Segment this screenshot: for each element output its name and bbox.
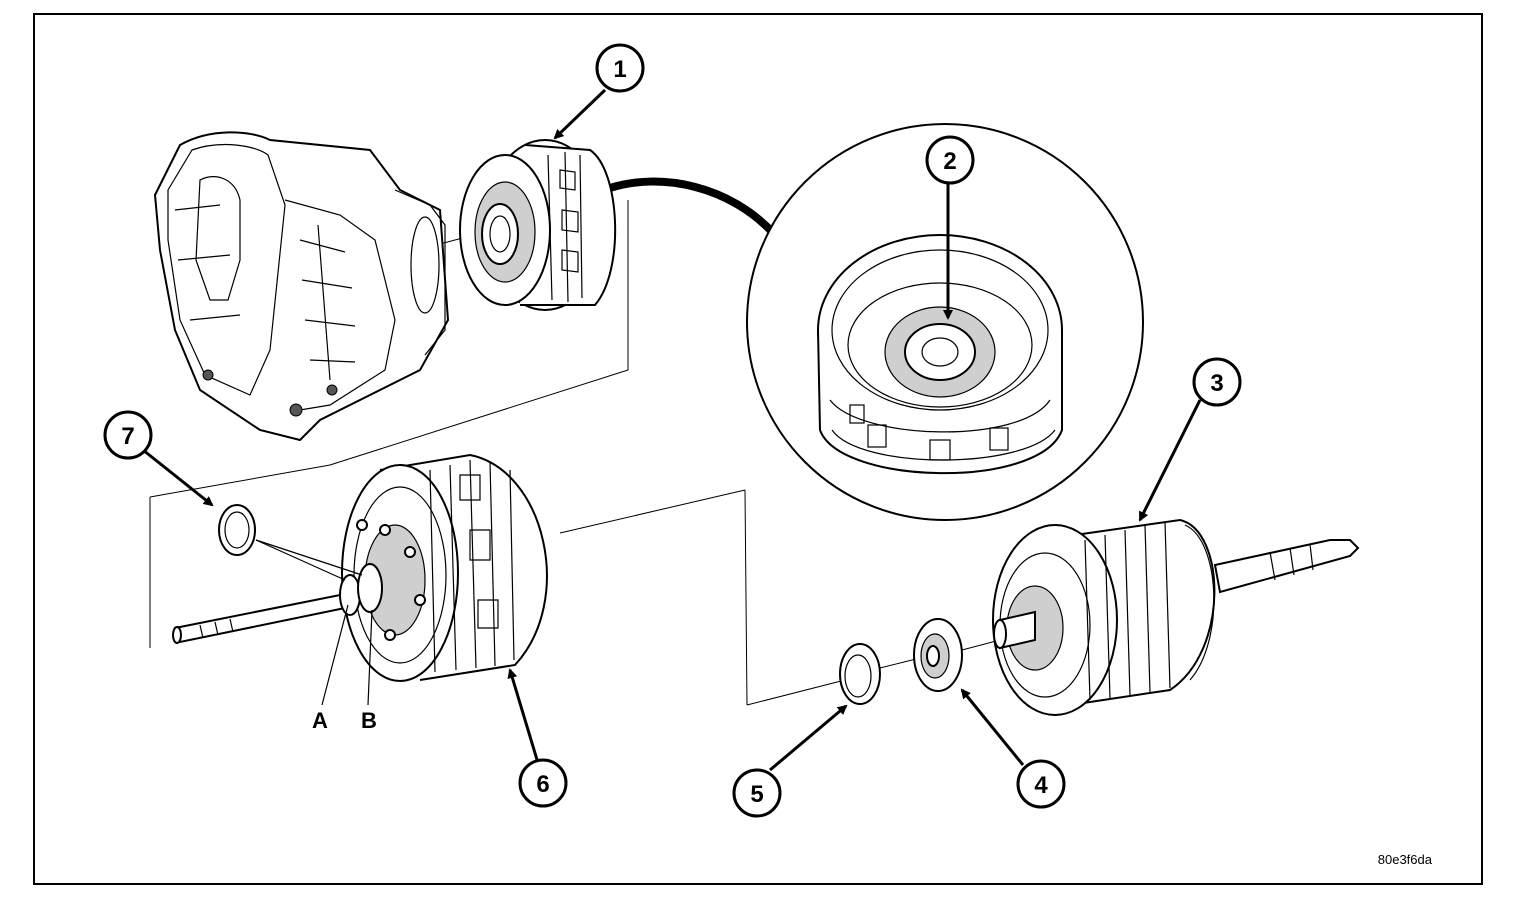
callout-6: 6 <box>518 758 568 808</box>
callout-3-label: 3 <box>1210 370 1223 397</box>
callout-2-label: 2 <box>943 148 956 175</box>
letter-a-label: A <box>312 708 328 733</box>
part-3-shaft-assembly <box>992 518 1360 716</box>
callout-4-label: 4 <box>1034 772 1048 799</box>
magnified-detail <box>746 123 1144 521</box>
callout-7-label: 7 <box>121 423 134 450</box>
callout-5: 5 <box>732 768 782 818</box>
callout-6-label: 6 <box>536 771 549 798</box>
callout-4: 4 <box>1016 759 1066 809</box>
arrow-3 <box>1138 399 1202 522</box>
callout-1: 1 <box>595 43 645 93</box>
transmission-case <box>153 131 450 442</box>
letter-b-label: B <box>361 708 377 733</box>
magnifier-connector <box>608 177 778 238</box>
figure-code: 80e3f6da <box>1378 852 1433 867</box>
part-4-bearing <box>913 618 963 692</box>
callout-7: 7 <box>103 410 153 460</box>
callout-5-label: 5 <box>750 781 763 808</box>
callout-2: 2 <box>925 135 975 185</box>
arrow-5 <box>769 704 848 772</box>
callout-1-label: 1 <box>613 56 626 83</box>
arrow-7 <box>142 448 214 507</box>
callout-arrows <box>142 88 1202 772</box>
letter-leaders <box>255 539 373 706</box>
callout-3: 3 <box>1192 357 1242 407</box>
arrow-1 <box>553 88 607 140</box>
part-1-clutch-drum <box>459 139 617 311</box>
part-7-snap-ring <box>218 504 256 556</box>
arrow-6 <box>507 668 540 764</box>
arrow-4 <box>960 688 1025 766</box>
part-5-washer <box>839 643 881 705</box>
